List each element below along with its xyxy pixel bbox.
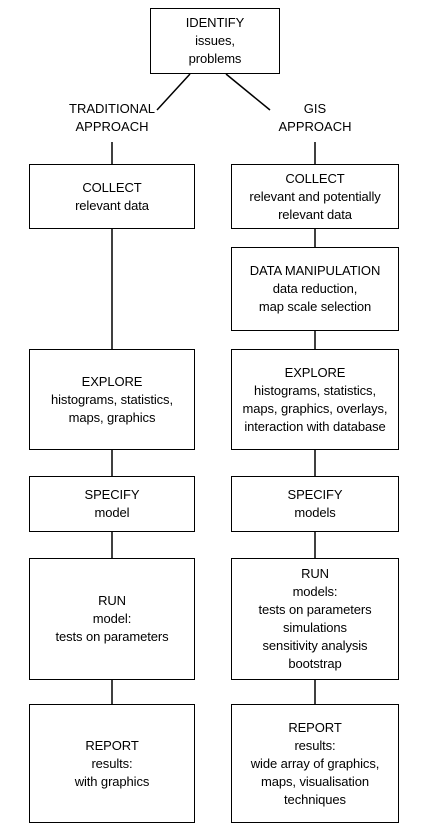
gis-specify-title: SPECIFY — [287, 487, 343, 502]
traditional-run-line-1: model: — [92, 611, 132, 626]
traditional-report-box: REPORT results: with graphics — [29, 704, 195, 823]
gis-report-line-2: wide array of graphics, — [250, 755, 380, 771]
gis-run-title: RUN — [301, 566, 329, 581]
gis-run-box: RUN models: tests on parameters simulati… — [231, 558, 399, 680]
traditional-report-line-2: with graphics — [74, 773, 150, 789]
gis-approach-header: GIS APPROACH — [255, 100, 375, 136]
gis-manipulation-line-2: map scale selection — [258, 299, 372, 314]
identify-line-2: problems — [188, 51, 242, 66]
traditional-specify-box: SPECIFY model — [29, 476, 195, 532]
connector-identify-to-gis — [225, 73, 271, 111]
traditional-run-box: RUN model: tests on parameters — [29, 558, 195, 680]
traditional-explore-line-1: histograms, statistics, — [51, 391, 173, 407]
traditional-header-line-2: APPROACH — [75, 119, 149, 134]
traditional-run-title: RUN — [98, 593, 126, 608]
traditional-approach-header: TRADITIONAL APPROACH — [52, 100, 172, 136]
traditional-run-line-2: tests on parameters — [55, 629, 169, 644]
gis-explore-box: EXPLORE histograms, statistics, maps, gr… — [231, 349, 399, 450]
identify-line-1: issues, — [195, 33, 235, 48]
traditional-collect-title: COLLECT — [82, 179, 142, 195]
gis-specify-box: SPECIFY models — [231, 476, 399, 532]
gis-manipulation-line-1: data reduction, — [272, 281, 358, 296]
identify-title: IDENTIFY — [185, 15, 245, 30]
traditional-explore-box: EXPLORE histograms, statistics, maps, gr… — [29, 349, 195, 450]
gis-report-title: REPORT — [288, 719, 342, 735]
gis-manipulation-box: DATA MANIPULATION data reduction, map sc… — [231, 247, 399, 331]
gis-collect-title: COLLECT — [285, 170, 345, 186]
gis-explore-line-1: histograms, statistics, — [254, 382, 376, 398]
traditional-explore-title: EXPLORE — [81, 373, 143, 389]
gis-run-line-3: simulations — [283, 620, 347, 635]
gis-run-line-1: models: — [292, 584, 338, 599]
traditional-report-line-1: results: — [91, 755, 133, 771]
traditional-specify-title: SPECIFY — [84, 487, 140, 502]
gis-explore-line-3: interaction with database — [244, 418, 386, 434]
identify-box: IDENTIFY issues, problems — [150, 8, 280, 74]
gis-collect-line-2: relevant data — [278, 206, 352, 222]
gis-header-line-2: APPROACH — [278, 119, 352, 134]
traditional-specify-line-1: model — [94, 505, 130, 520]
gis-header-line-1: GIS — [303, 101, 327, 116]
gis-collect-box: COLLECT relevant and potentially relevan… — [231, 164, 399, 229]
gis-run-line-4: sensitivity analysis — [262, 638, 368, 653]
traditional-explore-line-2: maps, graphics — [68, 409, 156, 425]
gis-report-line-1: results: — [294, 737, 336, 753]
gis-report-box: REPORT results: wide array of graphics, … — [231, 704, 399, 823]
gis-run-line-2: tests on parameters — [258, 602, 372, 617]
traditional-collect-box: COLLECT relevant data — [29, 164, 195, 229]
gis-collect-line-1: relevant and potentially — [249, 188, 381, 204]
gis-report-line-4: techniques — [284, 791, 346, 807]
gis-run-line-5: bootstrap — [288, 656, 342, 671]
connector-identify-to-traditional — [156, 73, 191, 111]
traditional-header-line-1: TRADITIONAL — [69, 101, 155, 116]
gis-explore-title: EXPLORE — [284, 364, 346, 380]
gis-explore-line-2: maps, graphics, overlays, — [242, 400, 388, 416]
gis-specify-line-1: models — [294, 505, 336, 520]
gis-manipulation-title: DATA MANIPULATION — [249, 263, 381, 278]
traditional-collect-line-1: relevant data — [75, 197, 149, 213]
traditional-report-title: REPORT — [85, 737, 139, 753]
gis-report-line-3: maps, visualisation — [261, 773, 369, 789]
